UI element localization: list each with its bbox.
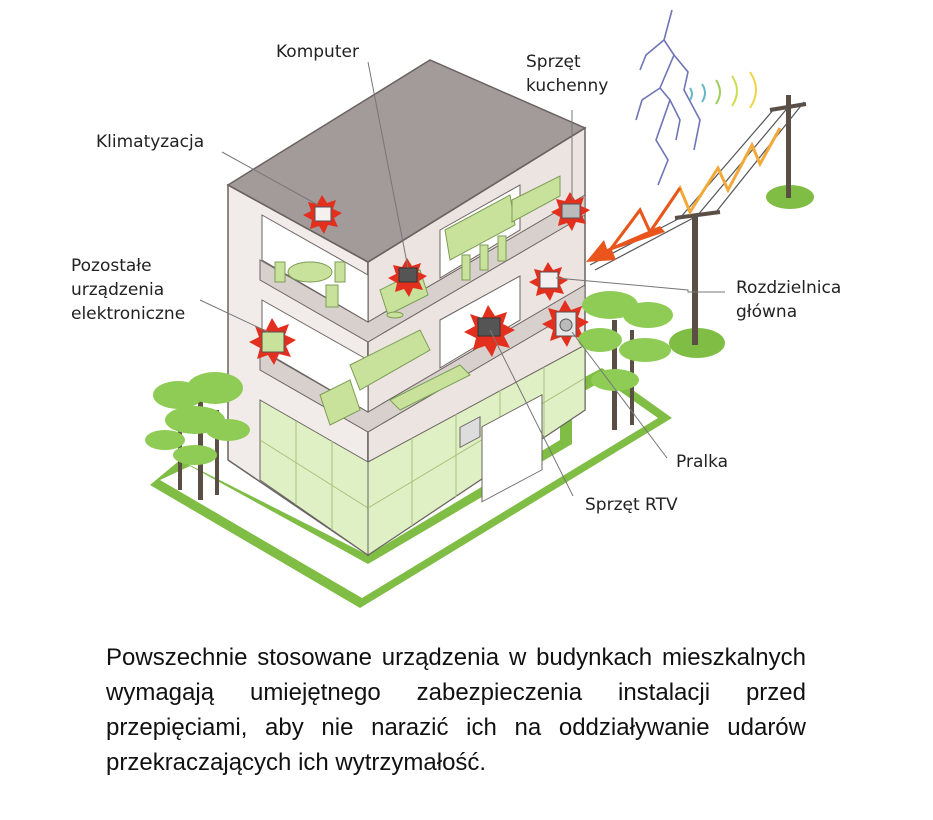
em-wave-arcs bbox=[689, 71, 757, 109]
surge-arrow bbox=[586, 226, 665, 262]
surge-wave-red bbox=[608, 187, 682, 251]
power-pole-right bbox=[669, 210, 725, 358]
power-pole-back bbox=[766, 95, 814, 209]
furniture bbox=[274, 175, 561, 426]
label-switchboard: Rozdzielnica główna bbox=[736, 276, 841, 324]
label-washing-machine: Pralka bbox=[676, 452, 729, 472]
trees-right bbox=[578, 291, 673, 430]
label-kitchen: Sprzęt kuchenny bbox=[526, 50, 608, 98]
label-kitchen-line1: Sprzęt bbox=[526, 52, 581, 72]
label-kitchen-line2: kuchenny bbox=[526, 76, 609, 96]
lightning-bolt bbox=[635, 9, 701, 186]
label-other-line2: urządzenia bbox=[71, 280, 165, 300]
label-other-electronics: Pozostałe urządzenia elektroniczne bbox=[71, 254, 185, 326]
label-other-line3: elektroniczne bbox=[71, 304, 186, 324]
caption: Powszechnie stosowane urządzenia w budyn… bbox=[106, 644, 806, 776]
label-other-line1: Pozostałe bbox=[71, 256, 152, 276]
lawn bbox=[150, 368, 672, 608]
label-air-conditioning: Klimatyzacja bbox=[96, 132, 205, 152]
label-computer: Komputer bbox=[276, 42, 359, 62]
surge-bursts bbox=[249, 192, 590, 365]
label-rtv: Sprzęt RTV bbox=[585, 495, 678, 515]
leader-lines bbox=[199, 61, 725, 497]
label-switchboard-line1: Rozdzielnica bbox=[736, 278, 842, 298]
house-surge-illustration bbox=[145, 9, 814, 608]
label-switchboard-line2: główna bbox=[736, 302, 798, 322]
trees-left bbox=[145, 372, 250, 500]
